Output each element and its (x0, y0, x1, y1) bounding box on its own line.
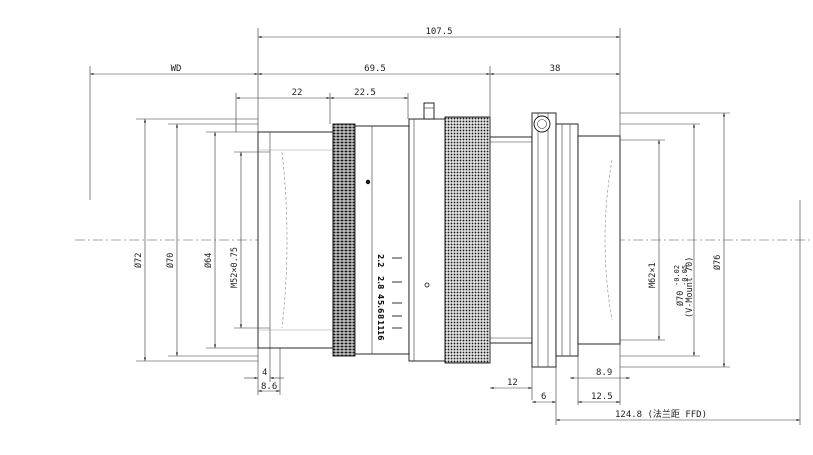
dim-body-length: 69.5 (364, 64, 386, 74)
dim-front-section: 22 (292, 88, 303, 98)
aperture-label: 2.8 (376, 276, 385, 289)
bottom-front-dimensions: 4 8.6 (244, 348, 284, 395)
aperture-label: 8 (376, 314, 385, 319)
dim-overall-length: 107.5 (425, 27, 452, 37)
dim-ffd: 124.8 (法兰距 FFD) (615, 408, 707, 420)
aperture-scale: 2.2 2.8 4 5.6 8 11 16 (376, 254, 385, 340)
dim-dia-72: Ø72 (133, 253, 144, 268)
top-dimensions: 107.5 WD 69.5 38 22 22.5 (89, 27, 621, 200)
dim-rear-125: 12.5 (591, 392, 613, 402)
dim-ring-position: 22.5 (354, 88, 376, 98)
dim-front-step-86: 8.6 (261, 382, 277, 392)
aperture-label: 4 (376, 294, 385, 299)
right-diameters: M62×1 Ø70 -0.02 -0.05 (V-Mount 70) Ø76 (620, 112, 730, 368)
aperture-label: 5.6 (376, 300, 385, 313)
dim-rear-89: 8.9 (596, 368, 612, 378)
aperture-label: 2.2 (376, 254, 385, 267)
dim-tol-lower: -0.05 (681, 265, 689, 286)
dim-mount-name: (V-Mount 70) (685, 257, 695, 318)
dim-mount-length: 38 (550, 64, 561, 74)
dim-dia-64: Ø64 (203, 253, 214, 268)
dim-dia-70: Ø70 (165, 253, 176, 268)
dim-mount-thread: M62×1 (648, 262, 658, 288)
dim-flange-6: 6 (541, 392, 546, 402)
aperture-label: 11 (376, 320, 385, 330)
dim-wd: WD (171, 64, 182, 74)
dim-front-step-4: 4 (262, 368, 267, 378)
aperture-label: 16 (376, 330, 385, 340)
lens-body (257, 102, 621, 368)
dim-dia-76: Ø76 (712, 255, 723, 270)
dim-mount-12: 12 (507, 378, 518, 388)
bottom-rear-dimensions: 12 8.9 6 12.5 124.8 (法兰距 FFD) (490, 200, 801, 425)
left-diameters: Ø72 Ø70 Ø64 M52×0.75 (133, 118, 270, 362)
dim-dia-70-mount: Ø70 (675, 291, 686, 306)
dim-filter-thread: M52×0.75 (230, 247, 240, 288)
dim-tol-upper: -0.02 (673, 265, 681, 286)
